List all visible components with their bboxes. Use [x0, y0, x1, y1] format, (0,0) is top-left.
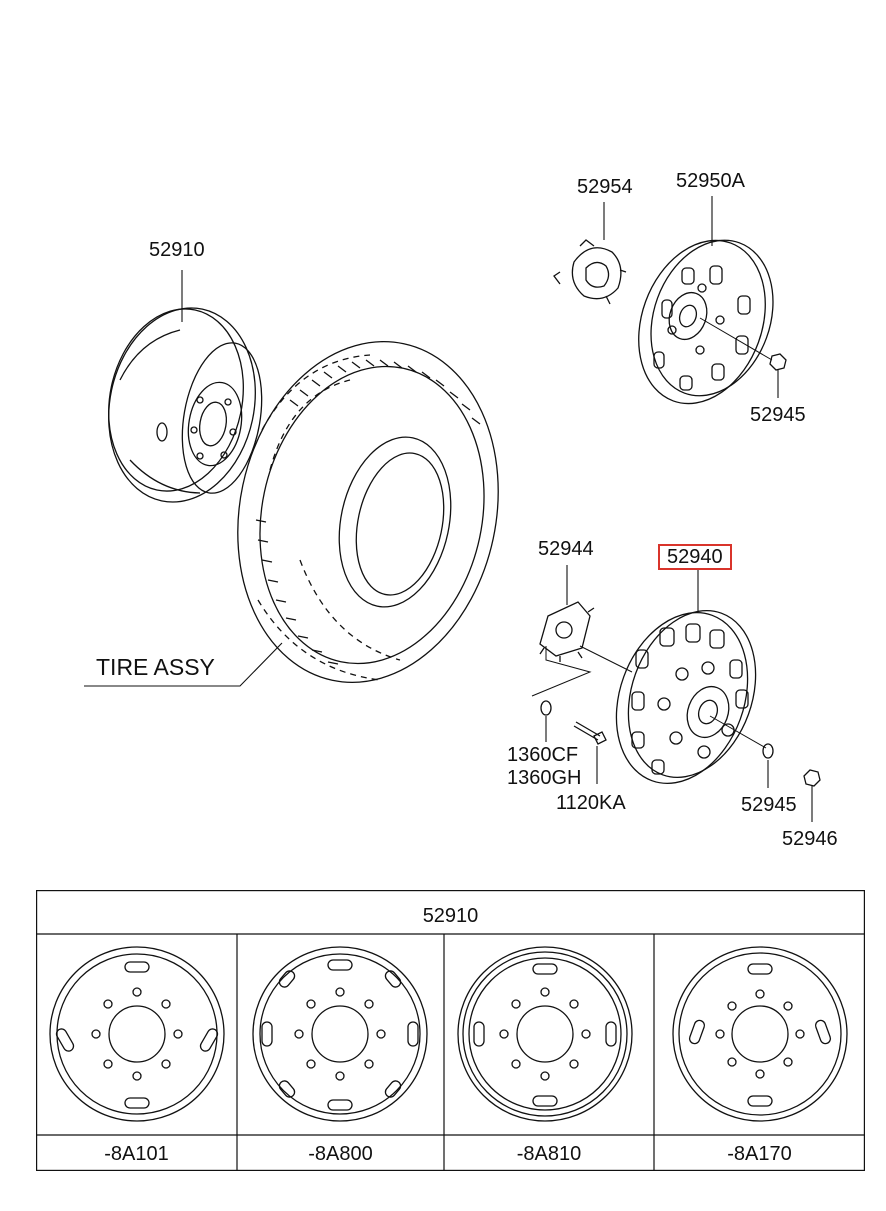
rim-variant-8a101-drawing	[49, 946, 225, 1122]
center-cap-clip-lower-drawing	[539, 601, 595, 662]
nut-lower-drawing	[762, 743, 774, 759]
part-1360cf-label: 1360CF	[507, 744, 579, 766]
tire-assy-label: TIRE ASSY	[96, 654, 215, 680]
rim-variant-8a810-drawing	[457, 946, 633, 1122]
nut-cap-part-label: 52946	[782, 828, 838, 850]
rim-part-label: 52910	[149, 239, 205, 261]
table-header: 52910	[422, 905, 479, 927]
nut-upper-drawing	[699, 317, 787, 371]
rim-variant-table	[36, 890, 865, 1171]
steel-rim-drawing	[108, 307, 263, 503]
cover-upper-part-label: 52950A	[676, 170, 745, 192]
rim-variant-8a170-drawing	[672, 946, 848, 1122]
clip-lower-part-label: 52944	[538, 538, 594, 560]
clip-upper-part-label: 52954	[577, 176, 633, 198]
tire-drawing	[237, 341, 499, 683]
part-1360gh-label: 1360GH	[507, 767, 582, 789]
nut-upper-part-label: 52945	[750, 404, 806, 426]
variant-code-8a810: -8A810	[516, 1143, 582, 1165]
variant-code-8a170: -8A170	[727, 1143, 792, 1165]
rim-variant-8a800-drawing	[252, 946, 428, 1122]
nut-lower-part-label: 52945	[741, 794, 797, 816]
bolt-part-label: 1120KA	[556, 792, 626, 814]
cover-lower-part-label[interactable]: 52940	[667, 546, 723, 568]
bolt-1120ka-drawing	[573, 721, 607, 745]
wheel-cover-upper-drawing	[638, 239, 774, 405]
variant-code-8a101: -8A101	[104, 1143, 169, 1165]
variant-code-8a800: -8A800	[308, 1143, 373, 1165]
wheel-cover-lower-drawing	[615, 609, 757, 785]
highlight-box	[658, 544, 732, 570]
nut-cap-drawing	[803, 769, 821, 787]
nut-1360cf-drawing	[540, 700, 552, 716]
center-cap-clip-upper-drawing	[553, 239, 627, 305]
